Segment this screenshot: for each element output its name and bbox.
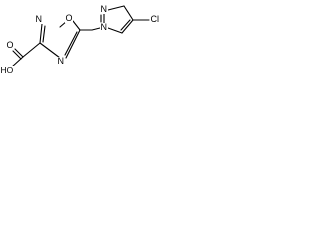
structure-canvas: O N N O HO N N Cl: [0, 0, 165, 78]
atom-label-carbonyl-oxygen: O: [6, 40, 15, 50]
atom-label-chlorine: Cl: [150, 14, 160, 24]
bond: [22, 42, 41, 58]
atom-label-pyrazole-nitrogen: N: [100, 22, 108, 32]
bond: [64, 31, 78, 56]
bond: [11, 56, 24, 68]
atom-label-oxygen-ring: O: [65, 13, 74, 23]
bond: [121, 19, 134, 34]
atom-label-hydroxyl: HO: [0, 65, 14, 75]
bond: [120, 19, 131, 31]
bond-layer: [11, 5, 150, 68]
bond: [39, 23, 43, 44]
bond: [91, 27, 101, 31]
bond: [107, 27, 123, 34]
bond: [65, 29, 81, 59]
bond: [42, 25, 46, 43]
bond: [107, 5, 125, 11]
bond: [123, 5, 134, 21]
bond: [72, 20, 81, 31]
bond: [39, 42, 61, 59]
bond: [14, 48, 24, 58]
atom-label-nitrogen-ring: N: [35, 14, 43, 24]
atom-label-pyrazole-nitrogen: N: [100, 4, 108, 14]
atom-label-nitrogen-ring: N: [57, 56, 65, 66]
bond: [12, 50, 22, 60]
